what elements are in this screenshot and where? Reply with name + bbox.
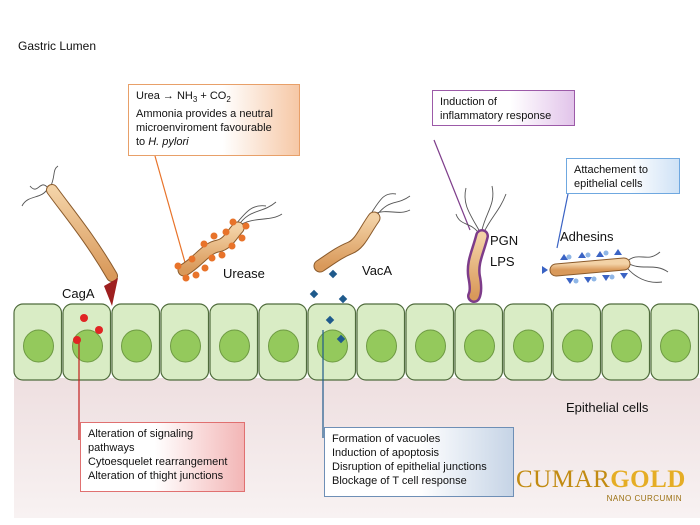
urease-text-line: microenviroment favourable	[136, 122, 272, 135]
adhesins-bacterium	[542, 249, 669, 284]
caga-injection-spike	[104, 278, 118, 306]
cell-nucleus	[170, 329, 201, 363]
cell-nucleus	[121, 329, 152, 363]
pgn-lps-bacterium	[455, 185, 507, 303]
adhesion-text-line: Attachement to	[574, 164, 648, 176]
vaca-text-line: Disruption of epithelial junctions	[332, 461, 487, 473]
cumargold-logo: CUMARGOLD NANO CURCUMIN	[516, 466, 692, 512]
epithelial-cell-row	[13, 303, 700, 381]
inflammation-text-line: Induction of	[440, 96, 497, 108]
cell-nucleus	[415, 329, 446, 363]
cell-nucleus	[219, 329, 250, 363]
urease-text-line: to H. pylori	[136, 136, 189, 149]
cell-nucleus	[366, 329, 397, 363]
urease-connector-line	[154, 155, 187, 267]
cell-nucleus	[562, 329, 593, 363]
vaca-text-line: Blockage of T cell response	[332, 475, 467, 487]
caga-bacterium	[21, 165, 118, 306]
vaca-toxin-particles	[309, 269, 348, 344]
cell-nucleus	[317, 329, 348, 363]
urease-callout-box: Urea → NH3 + CO2 Ammonia provides a neut…	[128, 84, 300, 156]
caga-text-line: Alteration of thight junctions	[88, 470, 224, 482]
cell-nucleus	[23, 329, 54, 363]
cell-nucleus	[464, 329, 495, 363]
cell-nucleus	[72, 329, 103, 363]
vaca-bacterium	[313, 193, 411, 273]
cell-nucleus	[513, 329, 544, 363]
urease-bacterium	[174, 201, 283, 282]
caga-effector-dots	[73, 314, 103, 344]
adhesins-label: Adhesins	[560, 229, 614, 244]
caga-label: CagA	[62, 286, 95, 301]
caga-callout-box: Alteration of signaling pathways Cytoesq…	[80, 422, 245, 492]
inflammation-connector-line	[433, 139, 471, 231]
urease-reaction-line: Urea → NH3 + CO2	[136, 90, 231, 105]
inflammation-callout-box: Induction of inflammatory response	[432, 90, 575, 126]
urease-text-line: Ammonia provides a neutral	[136, 108, 273, 121]
adhesion-text-line: epithelial cells	[574, 178, 643, 190]
gastric-lumen-title: Gastric Lumen	[18, 39, 97, 53]
adhesion-connector-line	[556, 193, 569, 249]
logo-wordmark: CUMARGOLD	[516, 466, 686, 493]
inflammation-text-line: inflammatory response	[440, 110, 552, 122]
reaction-arrow-icon: →	[162, 90, 174, 102]
caga-text-line: pathways	[88, 442, 135, 454]
logo-tagline: NANO CURCUMIN	[606, 494, 682, 503]
lps-label: LPS	[490, 254, 515, 269]
caga-text-line: Alteration of signaling	[88, 428, 194, 440]
vaca-text-line: Formation of vacuoles	[332, 433, 441, 445]
vaca-callout-box: Formation of vacuoles Induction of apopt…	[324, 427, 514, 497]
pgn-label: PGN	[490, 233, 519, 248]
urease-label: Urease	[223, 266, 265, 281]
epithelial-cells-label: Epithelial cells	[566, 400, 649, 415]
caga-text-line: Cytoesquelet rearrangement	[88, 456, 228, 468]
vaca-text-line: Induction of apoptosis	[332, 447, 440, 459]
cell-nucleus	[268, 329, 299, 363]
cell-nucleus	[611, 329, 642, 363]
vaca-label: VacA	[362, 263, 393, 278]
cell-nucleus	[660, 329, 691, 363]
adhesion-callout-box: Attachement to epithelial cells	[566, 158, 680, 194]
